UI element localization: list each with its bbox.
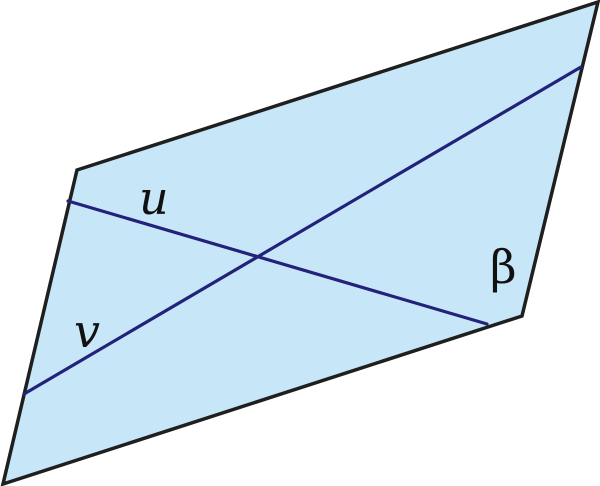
line-v [22,65,583,396]
line-u [66,199,489,326]
label-beta: β [490,240,517,294]
label-u: u [139,171,169,225]
label-v: v [74,304,100,358]
